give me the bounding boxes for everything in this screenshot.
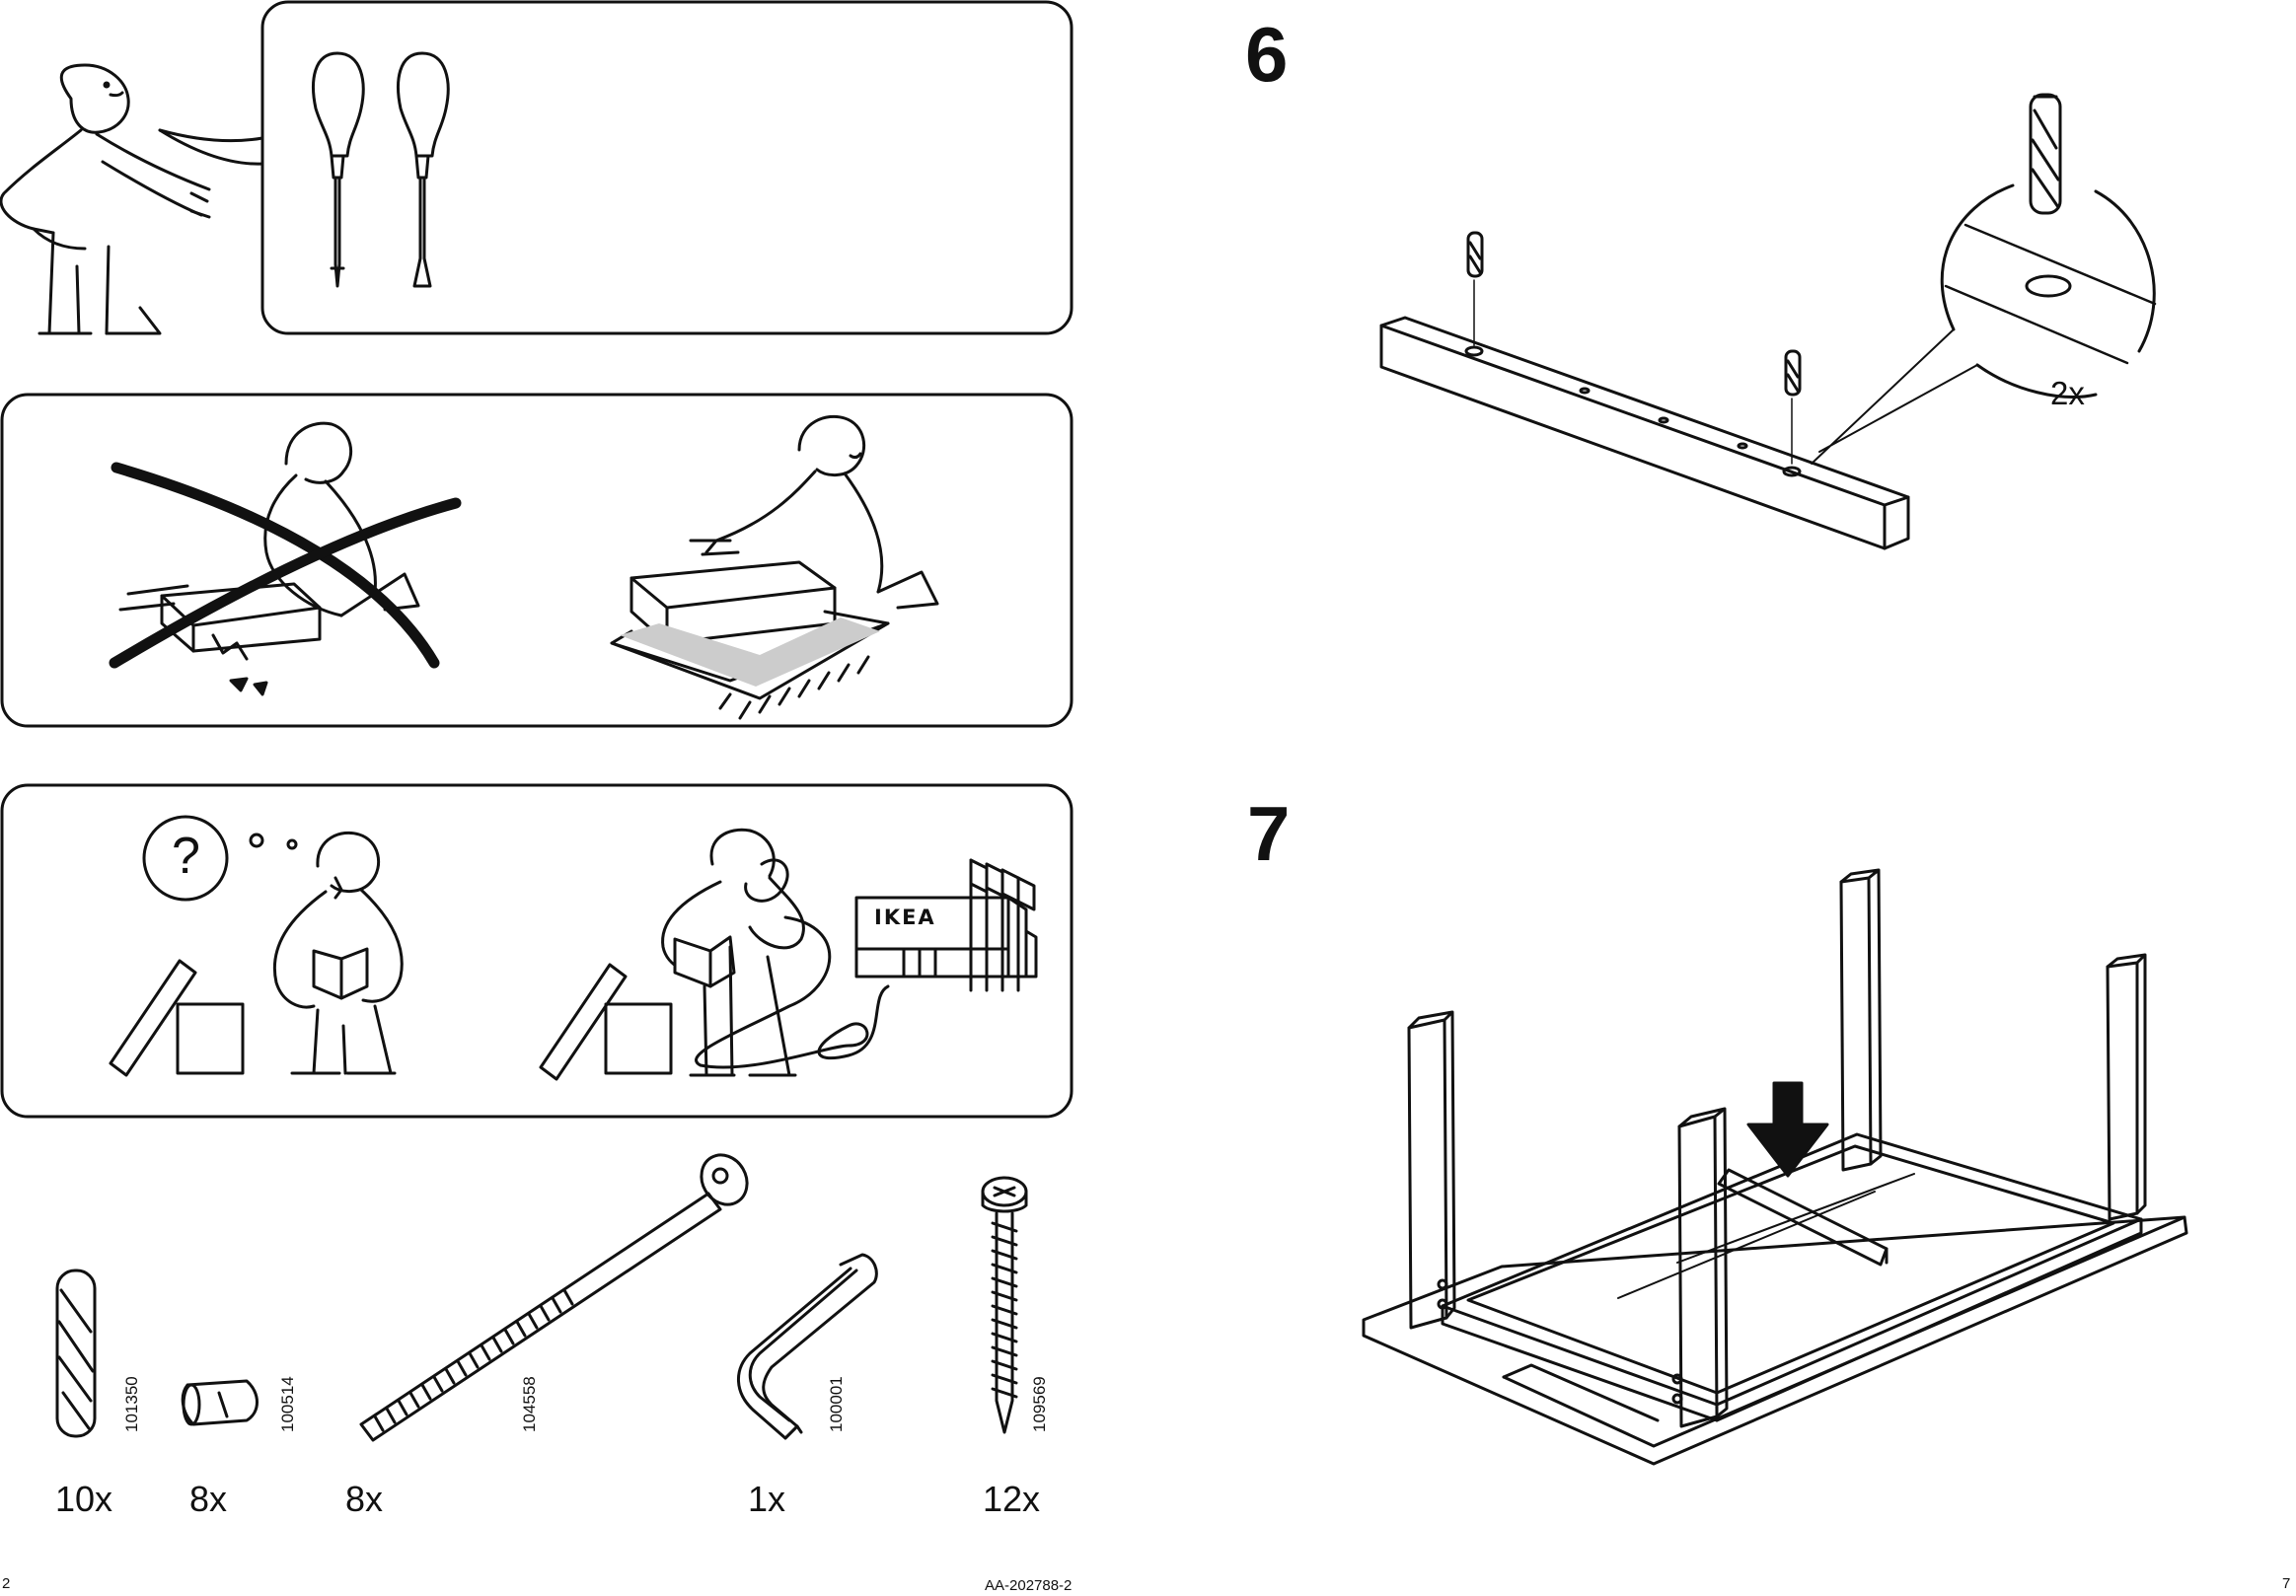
barrel-nut-100514-icon (181, 1379, 259, 1426)
allen-key-100001-icon (737, 1253, 878, 1440)
phoning-man-figure (661, 828, 890, 1077)
step6-dowel-icon (1466, 231, 1802, 465)
document-code: AA-202788-2 (985, 1577, 1073, 1594)
ikea-store-sign: IKEA (874, 906, 936, 929)
help-panel (0, 783, 1074, 1119)
part-number-dowel: 101350 (122, 1376, 141, 1432)
quantity-allen-key: 1x (748, 1479, 786, 1519)
quantity-bolt: 8x (345, 1479, 384, 1519)
step-6-number: 6 (1245, 11, 1289, 98)
step7-table (1362, 868, 2188, 1466)
quantity-screw: 12x (983, 1479, 1041, 1519)
part-number-barrel-nut: 100514 (278, 1376, 297, 1432)
quantity-dowel: 10x (55, 1479, 113, 1519)
step-6-multiplier: 2x (2050, 375, 2085, 411)
box-icon (176, 1002, 245, 1075)
part-number-bolt: 104558 (520, 1376, 539, 1432)
ikea-store-icon (854, 858, 1038, 992)
part-number-allen-key: 100001 (827, 1376, 846, 1432)
page-number-right: 7 (2282, 1575, 2291, 1592)
wrong-handling-figure (118, 421, 420, 696)
flathead-screwdriver-icon (397, 51, 450, 288)
page-number-left: 2 (2, 1575, 11, 1592)
quantity-barrel-nut: 8x (189, 1479, 228, 1519)
question-bubble (142, 815, 229, 902)
step6-rail (1379, 316, 1910, 550)
dowel-101350-icon (55, 1269, 97, 1438)
confused-man-figure (273, 831, 404, 1075)
question-mark: ? (172, 828, 200, 885)
handling-panel (0, 393, 1074, 728)
down-arrow-icon (1746, 1081, 1829, 1178)
tools-panel (260, 0, 1074, 335)
bolt-104558-icon (359, 1153, 749, 1442)
part-number-screw: 109569 (1030, 1376, 1049, 1432)
screw-109569-icon (981, 1176, 1028, 1434)
phillips-screwdriver-icon (312, 51, 365, 288)
assembly-man-figure (0, 63, 211, 335)
step6-detail-callout (1811, 93, 2157, 465)
cross-out-icon (111, 462, 440, 669)
open-box-lid (109, 959, 197, 1077)
step-7-number: 7 (1247, 790, 1291, 877)
